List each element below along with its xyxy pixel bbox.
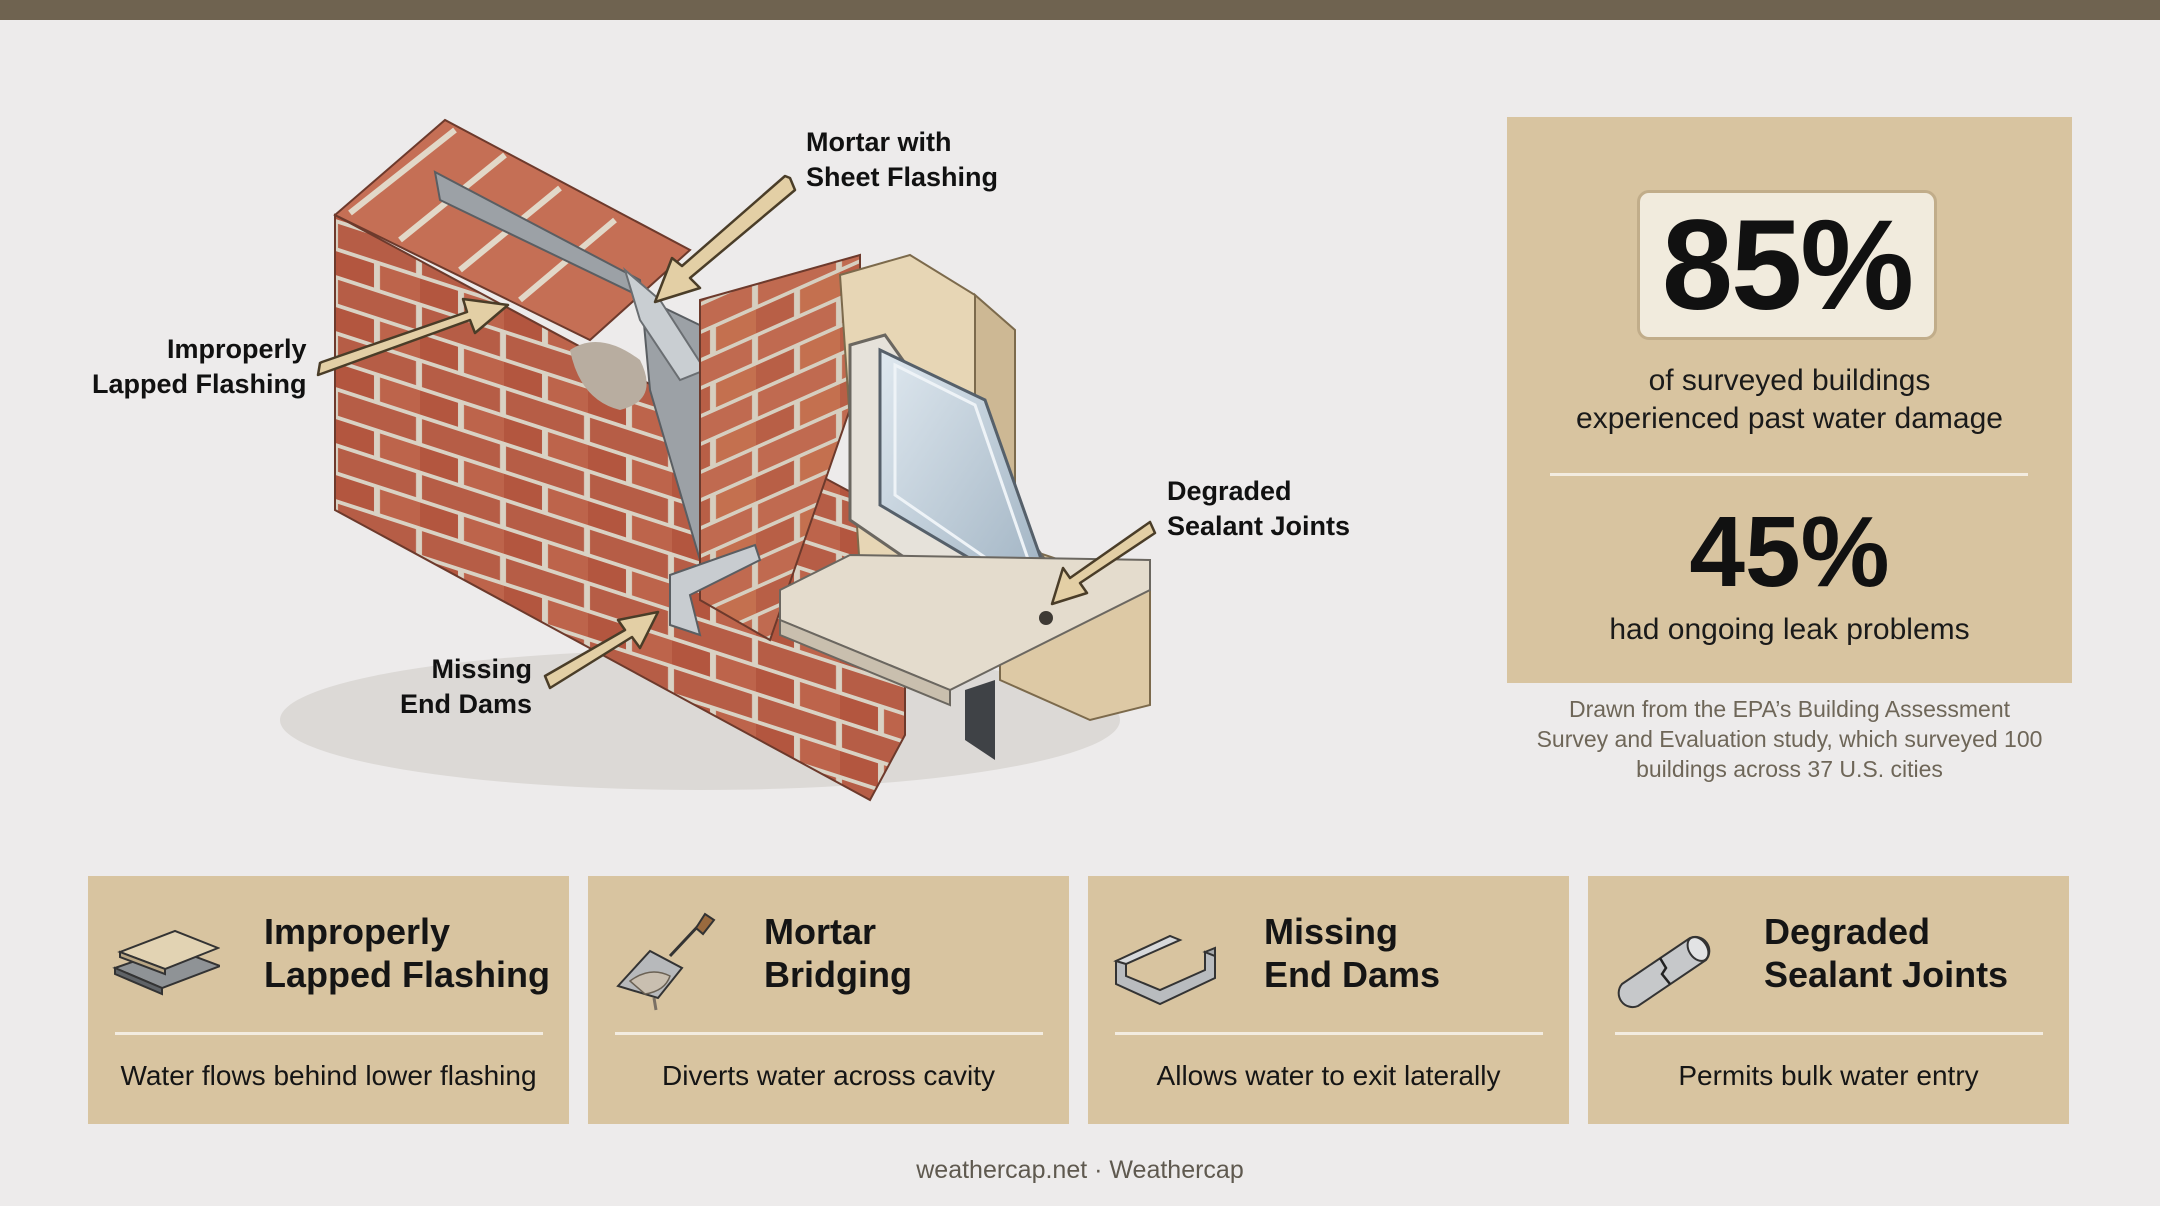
wall-illustration	[280, 118, 1157, 802]
card-title: Mortar Bridging	[764, 911, 912, 995]
stat-1-description: of surveyed buildings experienced past w…	[1507, 362, 2072, 438]
card-description: Permits bulk water entry	[1678, 1060, 1979, 1091]
card-mortar-bridging: Mortar Bridging Diverts water across cav…	[588, 876, 1069, 1124]
card-degraded-sealant-joints: Degraded Sealant Joints Permits bulk wat…	[1588, 876, 2069, 1124]
arrow-end-dams	[543, 610, 660, 690]
arrow-mortar-sheet	[653, 174, 797, 304]
callout-improperly-lapped-flashing: Improperly Lapped Flashing	[92, 334, 307, 399]
arrow-lapped-flashing	[316, 297, 510, 377]
flashing-sheets-icon	[112, 929, 220, 996]
source-note: Drawn from the EPA’s Building Assessment…	[1507, 694, 2072, 784]
card-description: Allows water to exit laterally	[1156, 1060, 1501, 1091]
card-improperly-lapped-flashing: Improperly Lapped Flashing Water flows b…	[88, 876, 569, 1124]
source-line-2: Survey and Evaluation study, which surve…	[1536, 726, 2043, 752]
callout-missing-end-dams: Missing End Dams	[400, 654, 533, 719]
callout-degraded-sealant-joints: Degraded Sealant Joints	[1167, 476, 1351, 541]
card-divider	[115, 1032, 543, 1035]
card-title: Improperly Lapped Flashing	[264, 911, 551, 995]
card-divider	[1115, 1032, 1543, 1035]
card-missing-end-dams: Missing End Dams Allows water to exit la…	[1088, 876, 1569, 1124]
stat-2-value: 45%	[1689, 496, 1890, 608]
stat-1-line-2: experienced past water damage	[1576, 402, 2003, 435]
footer-credit: weathercap.net · Weathercap	[916, 1156, 1244, 1184]
stat-85-box: 85%	[1637, 190, 1937, 340]
card-title: Degraded Sealant Joints	[1764, 911, 2009, 995]
trowel-icon	[616, 912, 716, 1011]
source-line-1: Drawn from the EPA’s Building Assessment	[1568, 696, 2011, 722]
arrow-sealant	[1050, 520, 1157, 606]
card-description: Water flows behind lower flashing	[120, 1060, 537, 1091]
stats-divider	[1550, 473, 2028, 476]
sealant-joint	[1039, 611, 1053, 625]
card-divider	[615, 1032, 1043, 1035]
top-bar	[0, 0, 2160, 20]
channel-icon	[1113, 934, 1216, 1006]
callout-mortar-sheet-flashing: Mortar with Sheet Flashing	[806, 127, 999, 192]
stats-panel: 85% of surveyed buildings experienced pa…	[1507, 117, 2072, 683]
end-dam-channel	[669, 543, 762, 637]
stat-1-line-1: of surveyed buildings	[1648, 364, 1931, 397]
stat-2-description: had ongoing leak problems	[1609, 613, 1970, 646]
stat-1-value: 85%	[1661, 193, 1914, 337]
card-description: Diverts water across cavity	[662, 1060, 995, 1091]
card-divider	[1615, 1032, 2043, 1035]
source-line-3: buildings across 37 U.S. cities	[1636, 756, 1943, 782]
cracked-sealant-icon	[1617, 935, 1711, 1009]
card-title: Missing End Dams	[1264, 911, 1441, 995]
